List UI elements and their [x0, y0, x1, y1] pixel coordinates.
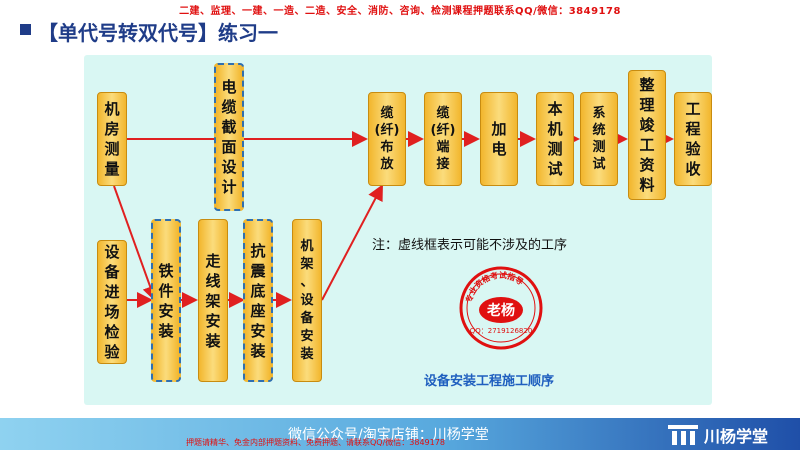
box-fangzhi-label: 缆 (纤) 布 放 — [374, 106, 400, 172]
box-zouxianjia-anzhuang: 走 线 架 安 装 — [198, 219, 228, 382]
box-fangzhi: 缆 (纤) 布 放 — [368, 92, 406, 186]
diagram-caption: 设备安装工程施工顺序 — [424, 374, 555, 389]
box-jiadian: 加 电 — [480, 92, 518, 186]
box-tiejian-anzhuang: 铁 件 安 装 — [151, 219, 181, 382]
box-zouxian-label: 走 线 架 安 装 — [205, 251, 221, 350]
seal-center-text: 老杨 — [487, 302, 515, 319]
box-zhengli-ziliao: 整 理 竣 工 资 料 — [628, 70, 666, 200]
box-shebei-label: 设 备 进 场 检 验 — [104, 243, 120, 361]
box-kangzhen-dizuo: 抗 震 底 座 安 装 — [243, 219, 273, 382]
box-gongcheng-label: 工 程 验 收 — [685, 100, 701, 178]
box-jijia-shebei: 机 架 、 设 备 安 装 — [292, 219, 322, 382]
box-dianlan-label: 电 缆 截 面 设 计 — [221, 78, 237, 196]
box-shebei-jianyan: 设 备 进 场 检 验 — [97, 240, 127, 364]
box-duanjie: 缆 (纤) 端 接 — [424, 92, 462, 186]
box-jiadian-label: 加 电 — [491, 120, 507, 158]
box-zhengli-label: 整 理 竣 工 资 料 — [639, 76, 655, 194]
footer-account-text: 微信公众号/淘宝店铺：川杨学堂 — [288, 427, 489, 443]
dashed-box-note: 注：虚线框表示可能不涉及的工序 — [372, 238, 568, 253]
seal-qq-text: QQ：2719126820 — [470, 327, 533, 335]
title-bullet — [20, 24, 31, 35]
box-dianlan-sheji: 电 缆 截 面 设 计 — [214, 63, 244, 211]
box-duanjie-label: 缆 (纤) 端 接 — [430, 106, 456, 172]
box-kangzhen-label: 抗 震 底 座 安 装 — [250, 241, 266, 360]
box-xitong-ceshi: 系 统 测 试 — [580, 92, 618, 186]
box-benji-label: 本 机 测 试 — [547, 100, 563, 178]
teacher-seal: 专业资格考试指导 老杨 QQ：2719126820 — [459, 266, 543, 350]
top-contact-banner: 二建、监理、一建、一造、二造、安全、消防、咨询、检测课程押题联系QQ/微信：38… — [179, 6, 621, 17]
box-jifang-celiang: 机 房 测 量 — [97, 92, 127, 186]
box-tiejian-label: 铁 件 安 装 — [158, 261, 174, 340]
brand-name: 川杨学堂 — [704, 427, 769, 446]
slide-title: 【单代号转双代号】练习一 — [38, 21, 278, 45]
footer-bar — [0, 418, 800, 450]
footer-contact-text: 押题请精华、免金内部押题资料、免费押题、请联系QQ/微信：3849178 — [186, 438, 445, 447]
box-xitong-label: 系 统 测 试 — [592, 106, 606, 172]
box-jifang-label: 机 房 测 量 — [104, 100, 120, 178]
brand-logo-icon — [668, 425, 698, 445]
box-gongcheng-yanshou: 工 程 验 收 — [674, 92, 712, 186]
box-jijia-label: 机 架 、 设 备 安 装 — [300, 238, 314, 362]
box-benji-ceshi: 本 机 测 试 — [536, 92, 574, 186]
